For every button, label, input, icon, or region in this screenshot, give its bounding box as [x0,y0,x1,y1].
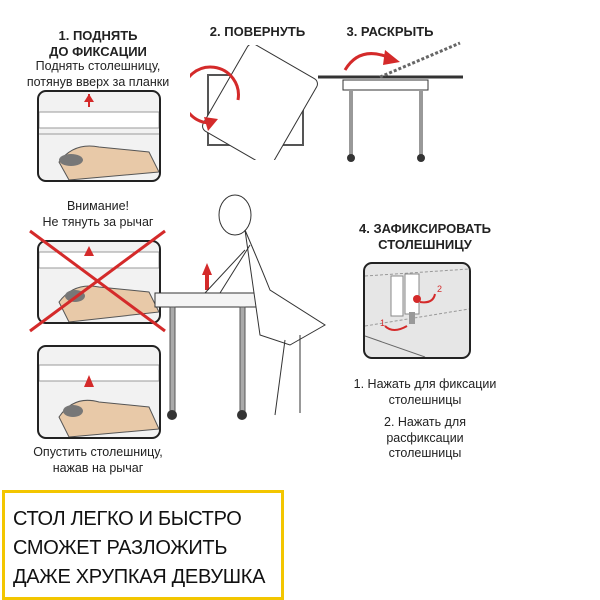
warning-line1: Внимание! [66,199,130,213]
note2-line1: 2. Нажать для [384,415,466,429]
step4-title-line2: СТОЛЕШНИЦУ [378,237,472,253]
hand-press-illustration [39,364,159,437]
note1-line1: 1. Нажать для фиксации [353,377,497,391]
lower-line1: Опустить столешницу, [33,445,163,459]
promo-box: СТОЛ ЛЕГКО И БЫСТРО СМОЖЕТ РАЗЛОЖИТЬ ДАЖ… [2,490,284,600]
step1-desc-line2: потянув вверх за планки [26,74,170,89]
lock-illustration: 2 1 [363,262,471,359]
note2-line3: столешницы [388,446,462,461]
unfold-illustration [318,41,463,162]
step1-desc-line1: Поднять столешницу, [35,59,161,73]
note1-line2: столешницы [388,392,462,407]
hand-lift-illustration [39,94,159,180]
step4-note2: 2. Нажать для расфиксации столешницы [330,415,520,462]
prohibited-cross-icon [29,229,166,333]
step4-note1: 1. Нажать для фиксации столешницы [330,377,520,408]
lift-illustration [37,90,161,182]
marker-2: 2 [437,284,442,294]
step1-description: Поднять столешницу, потянув вверх за пла… [8,59,188,90]
warning-text: Внимание! Не тянуть за рычаг [8,199,188,230]
note2-line2: расфиксации [386,430,464,445]
step1-title-line2: ДО ФИКСАЦИИ [49,44,147,60]
promo-line2: СМОЖЕТ РАЗЛОЖИТЬ [13,537,228,559]
step4-title: 4. ЗАФИКСИРОВАТЬ СТОЛЕШНИЦУ [340,221,510,254]
promo-line1: СТОЛ ЛЕГКО И БЫСТРО [13,508,242,530]
lower-line2: нажав на рычаг [52,460,144,475]
step2-title: 2. ПОВЕРНУТЬ [209,24,306,39]
marker-1: 1 [380,318,385,328]
woman-with-table-illustration [154,194,326,420]
lower-illustration [37,345,161,439]
step3-title: 3. РАСКРЫТЬ [346,24,434,39]
step1-title-line1: 1. ПОДНЯТЬ [58,28,138,43]
lower-instruction: Опустить столешницу, нажав на рычаг [8,445,188,476]
promo-line3: ДАЖЕ ХРУПКАЯ ДЕВУШКА [13,566,266,588]
lock-mechanism-illustration: 2 1 [365,268,469,357]
step4-title-line1: 4. ЗАФИКСИРОВАТЬ [359,221,491,236]
step1-title: 1. ПОДНЯТЬ ДО ФИКСАЦИИ [28,28,168,61]
warning-line2: Не тянуть за рычаг [42,214,154,229]
rotate-illustration [190,45,318,160]
